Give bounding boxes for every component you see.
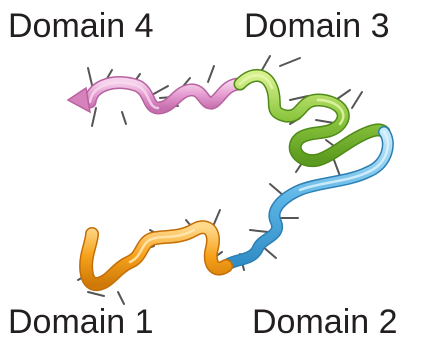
domain-3-ribbon <box>233 69 391 168</box>
domain-4-label: Domain 4 <box>8 7 154 45</box>
domain-2-label: Domain 2 <box>252 303 398 341</box>
domain-4-ribbon <box>66 76 247 115</box>
domain-2-ribbon <box>220 126 394 272</box>
domain-1-label: Domain 1 <box>8 303 154 341</box>
domain-3-label: Domain 3 <box>244 7 390 45</box>
domain-1-ribbon <box>79 220 233 292</box>
